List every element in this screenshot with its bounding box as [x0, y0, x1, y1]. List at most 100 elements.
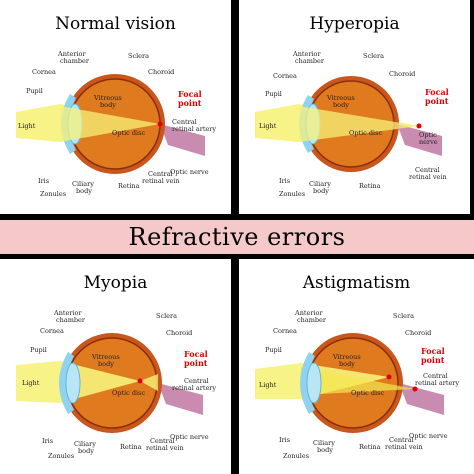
label-iris: Iris [279, 436, 290, 444]
label-ciliary-body: body [78, 447, 94, 455]
label-body: body [339, 360, 355, 368]
panel-myopia: Myopia Anterior chamber Sclera Cornea Ch… [0, 259, 231, 474]
focal-point-marker-2 [412, 386, 418, 392]
label-retinal-vein: retinal vein [409, 173, 447, 181]
label-focal: Focal [178, 89, 202, 99]
label-zonules: Zonules [279, 190, 305, 198]
label-anterior: Anterior [57, 50, 86, 58]
label-choroid: Choroid [389, 70, 415, 78]
label-iris: Iris [42, 437, 53, 445]
label-point: point [178, 98, 202, 108]
label-retinal-vein: retinal vein [385, 443, 423, 451]
label-retina: Retina [118, 182, 140, 190]
label-choroid: Choroid [166, 329, 192, 337]
label-zonules: Zonules [283, 452, 309, 460]
label-central: Central [423, 372, 448, 380]
label-light: Light [259, 122, 277, 130]
optic-nerve [397, 124, 442, 156]
focal-point-marker [416, 123, 422, 129]
panel-title: Myopia [83, 273, 148, 293]
label-light: Light [18, 122, 36, 130]
label-retinal-vein: retinal vein [146, 444, 184, 452]
label-choroid: Choroid [405, 329, 431, 337]
label-nerve: nerve [419, 138, 438, 146]
eye-diagram: Anterior chamber Sclera Cornea Choroid P… [16, 309, 216, 460]
label-central-vein: Central [150, 437, 175, 445]
label-ciliary-body: body [313, 187, 329, 195]
panel-normal-vision: Normal vision Anterior chamber Sclera Co… [0, 0, 231, 214]
label-body: body [333, 101, 349, 109]
label-optic-nerve: Optic nerve [170, 168, 209, 176]
label-focal: Focal [184, 349, 208, 359]
label-retinal-artery: retinal artery [172, 125, 216, 133]
label-zonules: Zonules [40, 190, 66, 198]
light-cone [299, 106, 419, 142]
eye-diagram: Anterior chamber Sclera Cornea Choroid P… [255, 50, 449, 198]
focal-point-marker-1 [386, 374, 392, 380]
label-sclera: Sclera [393, 312, 414, 320]
label-optic-disc: Optic disc [112, 129, 145, 137]
label-central: Central [415, 166, 440, 174]
label-retina: Retina [120, 443, 142, 451]
label-point: point [184, 358, 208, 368]
panel-title: Astigmatism [302, 273, 411, 293]
label-chamber: chamber [60, 57, 90, 65]
panel-hyperopia: Hyperopia Anterior chamber Sclera Cornea… [239, 0, 470, 214]
light-cone [60, 106, 160, 142]
light-beam-secondary [301, 367, 415, 395]
optic-nerve [399, 383, 444, 415]
label-cornea: Cornea [273, 327, 297, 335]
label-vitreous: Vitreous [326, 94, 355, 102]
panel-title: Hyperopia [309, 14, 400, 34]
panel-astigmatism: Astigmatism Anterior chamber Sclera Corn… [239, 259, 474, 474]
label-choroid: Choroid [148, 68, 174, 76]
label-optic-nerve: Optic nerve [409, 432, 448, 440]
label-chamber: chamber [295, 57, 325, 65]
label-pupil: Pupil [30, 346, 47, 354]
label-pupil: Pupil [265, 90, 282, 98]
label-point: point [425, 96, 449, 106]
label-retina: Retina [359, 182, 381, 190]
panel-title: Normal vision [55, 14, 176, 34]
optic-nerve [158, 383, 203, 415]
label-ciliary: Ciliary [313, 439, 335, 447]
label-central: Central [172, 118, 197, 126]
label-optic-disc: Optic disc [349, 129, 382, 137]
label-retinal-artery: retinal artery [172, 384, 216, 392]
label-vitreous: Vitreous [332, 353, 361, 361]
focal-point-marker [157, 121, 163, 127]
label-light: Light [22, 379, 40, 387]
label-vitreous: Vitreous [93, 94, 122, 102]
label-retina: Retina [359, 443, 381, 451]
label-ciliary-body: body [76, 187, 92, 195]
label-central-vein: Central [148, 170, 173, 178]
label-sclera: Sclera [128, 52, 149, 60]
optic-nerve [160, 124, 205, 156]
label-point: point [421, 355, 445, 365]
lens [306, 362, 322, 404]
label-focal: Focal [425, 87, 449, 97]
label-retinal-vein: retinal vein [142, 177, 180, 185]
label-ciliary: Ciliary [72, 180, 94, 188]
label-iris: Iris [279, 177, 290, 185]
label-optic-disc: Optic disc [351, 389, 384, 397]
label-body: body [100, 101, 116, 109]
banner-title: Refractive errors [0, 220, 474, 254]
label-chamber: chamber [297, 316, 327, 324]
label-vitreous: Vitreous [91, 353, 120, 361]
eye-diagram: Anterior chamber Sclera Cornea Choroid P… [255, 309, 459, 460]
label-retinal-artery: retinal artery [415, 379, 459, 387]
label-cornea: Cornea [273, 72, 297, 80]
label-body: body [98, 360, 114, 368]
label-sclera: Sclera [363, 52, 384, 60]
label-anterior: Anterior [294, 309, 323, 317]
label-zonules: Zonules [48, 452, 74, 460]
label-anterior: Anterior [53, 309, 82, 317]
label-pupil: Pupil [265, 346, 282, 354]
label-optic-nerve: Optic nerve [170, 433, 209, 441]
label-ciliary: Ciliary [74, 440, 96, 448]
label-pupil: Pupil [26, 87, 43, 95]
label-cornea: Cornea [32, 68, 56, 76]
label-ciliary-body: body [317, 446, 333, 454]
label-light: Light [259, 381, 277, 389]
